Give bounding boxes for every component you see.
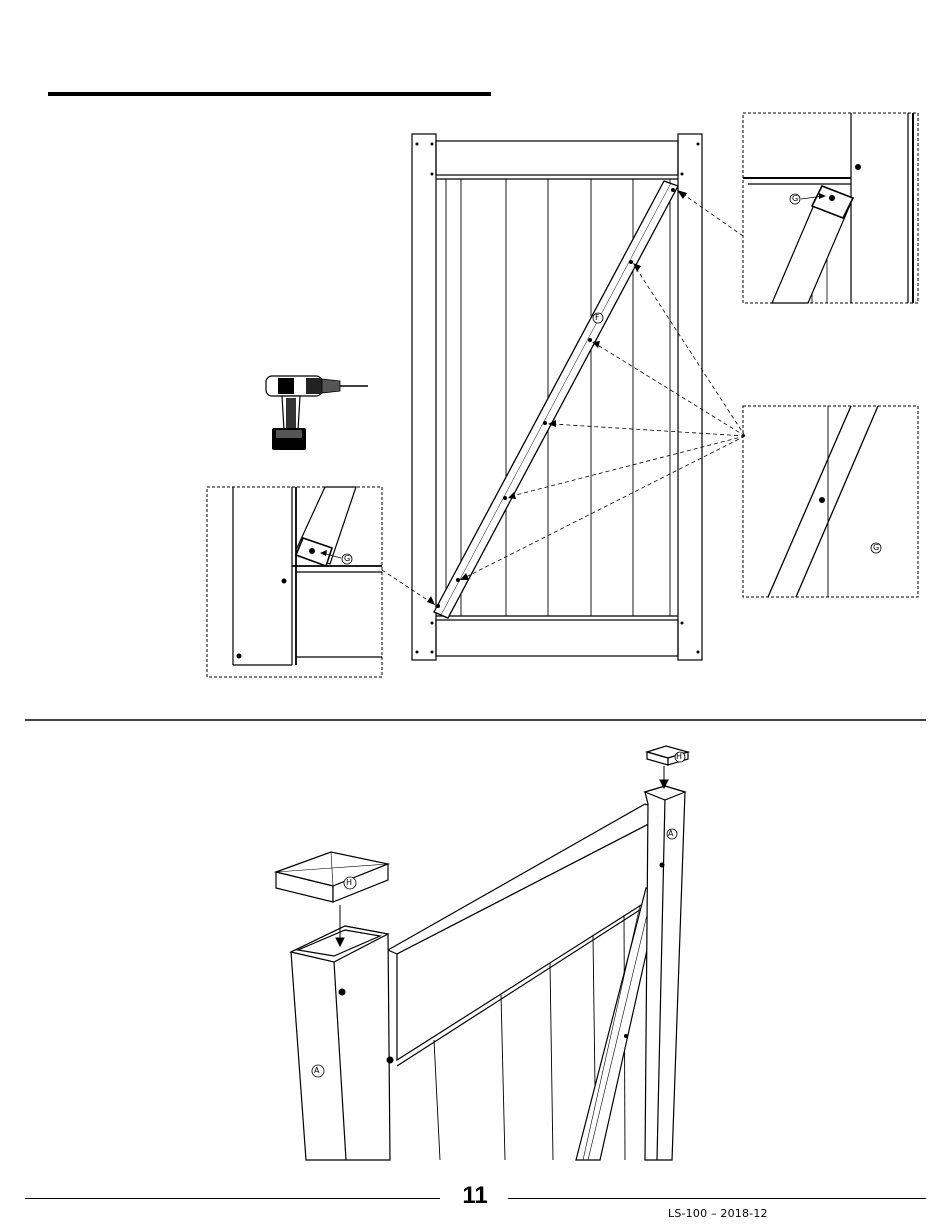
callout-label-cap-left: H — [346, 878, 352, 887]
right-post-perspective — [645, 786, 685, 1160]
callout-label-cap-right: H — [676, 752, 682, 761]
document-code: LS-100 – 2018-12 — [668, 1207, 768, 1220]
callout-label-post-right: A — [668, 829, 673, 838]
page-number: 11 — [443, 1182, 507, 1210]
footer-rule-right — [508, 1198, 926, 1199]
left-post-perspective — [291, 926, 390, 1160]
post-cap-left — [276, 852, 388, 902]
callout-label-post-left: A — [314, 1066, 319, 1075]
footer-rule-left — [25, 1198, 440, 1199]
